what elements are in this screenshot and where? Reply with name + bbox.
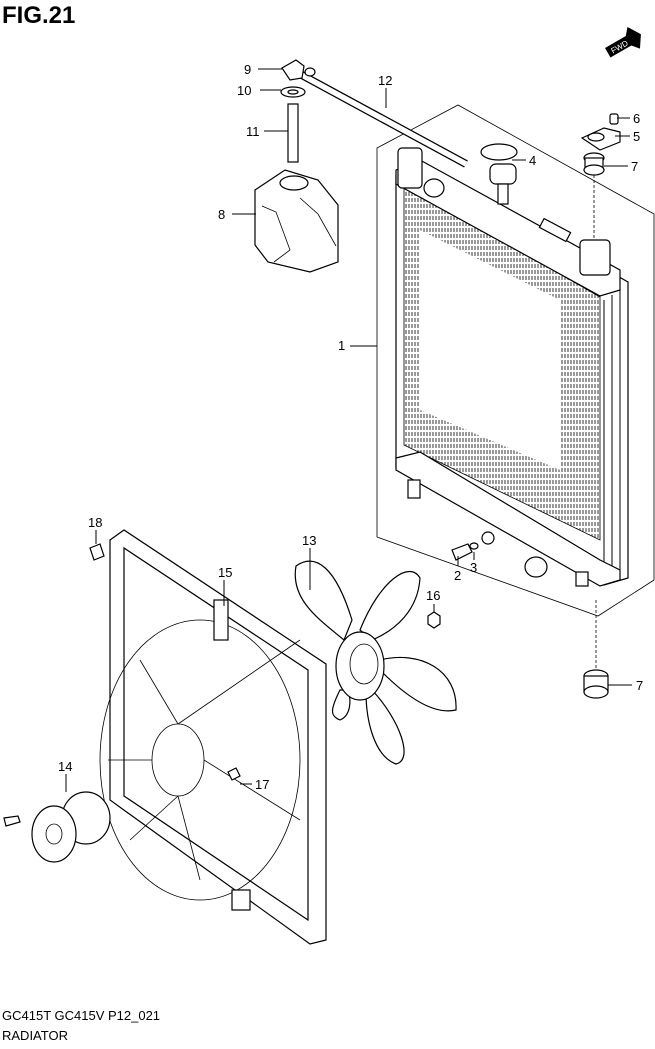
shroud-bolt [227, 767, 241, 781]
callout-4: 4 [529, 153, 536, 168]
callout-6: 6 [633, 111, 640, 126]
callout-2: 2 [454, 568, 461, 583]
leader-lines [65, 68, 632, 792]
callout-12: 12 [378, 73, 392, 88]
upper-mount-cushion [583, 152, 605, 176]
callout-14: 14 [58, 759, 72, 774]
callout-16: 16 [426, 588, 440, 603]
drain-plug-o-ring [469, 542, 479, 550]
callout-10: 10 [237, 83, 251, 98]
fan-shroud [99, 529, 327, 945]
callout-5: 5 [633, 129, 640, 144]
radiator-outline-box [376, 104, 655, 617]
upper-mount-bracket [580, 127, 621, 151]
fan-motor [3, 791, 111, 863]
radiator-cap [480, 143, 518, 205]
shroud-mounting-bolt [89, 543, 105, 561]
figure-title: FIG.21 [2, 2, 76, 29]
diagram-title: RADIATOR [2, 1028, 68, 1043]
reservoir-seal [280, 86, 306, 98]
callout-11: 11 [246, 124, 260, 139]
model-code: GC415T GC415V P12_021 [2, 1008, 161, 1023]
callout-1: 1 [338, 338, 345, 353]
callout-13: 13 [302, 533, 316, 548]
callout-9: 9 [244, 62, 251, 77]
forward-direction-badge: FWD [605, 26, 641, 58]
drain-plug [451, 543, 473, 561]
callout-17: 17 [255, 777, 269, 792]
overflow-hose [298, 70, 468, 168]
lower-mount-cushion [583, 669, 609, 699]
callout-7-upper: 7 [631, 159, 638, 174]
bracket-bolt [609, 113, 619, 125]
reservoir-pipe [287, 103, 299, 163]
callout-8: 8 [218, 207, 225, 222]
cooling-fan-blade [294, 560, 457, 765]
reservoir-cap [281, 59, 316, 81]
nut [427, 611, 441, 629]
callout-15: 15 [218, 565, 232, 580]
reservoir-tank [254, 169, 339, 273]
callout-18: 18 [88, 515, 102, 530]
radiator [395, 147, 629, 587]
callout-7-lower: 7 [636, 678, 643, 693]
callout-3: 3 [470, 560, 477, 575]
